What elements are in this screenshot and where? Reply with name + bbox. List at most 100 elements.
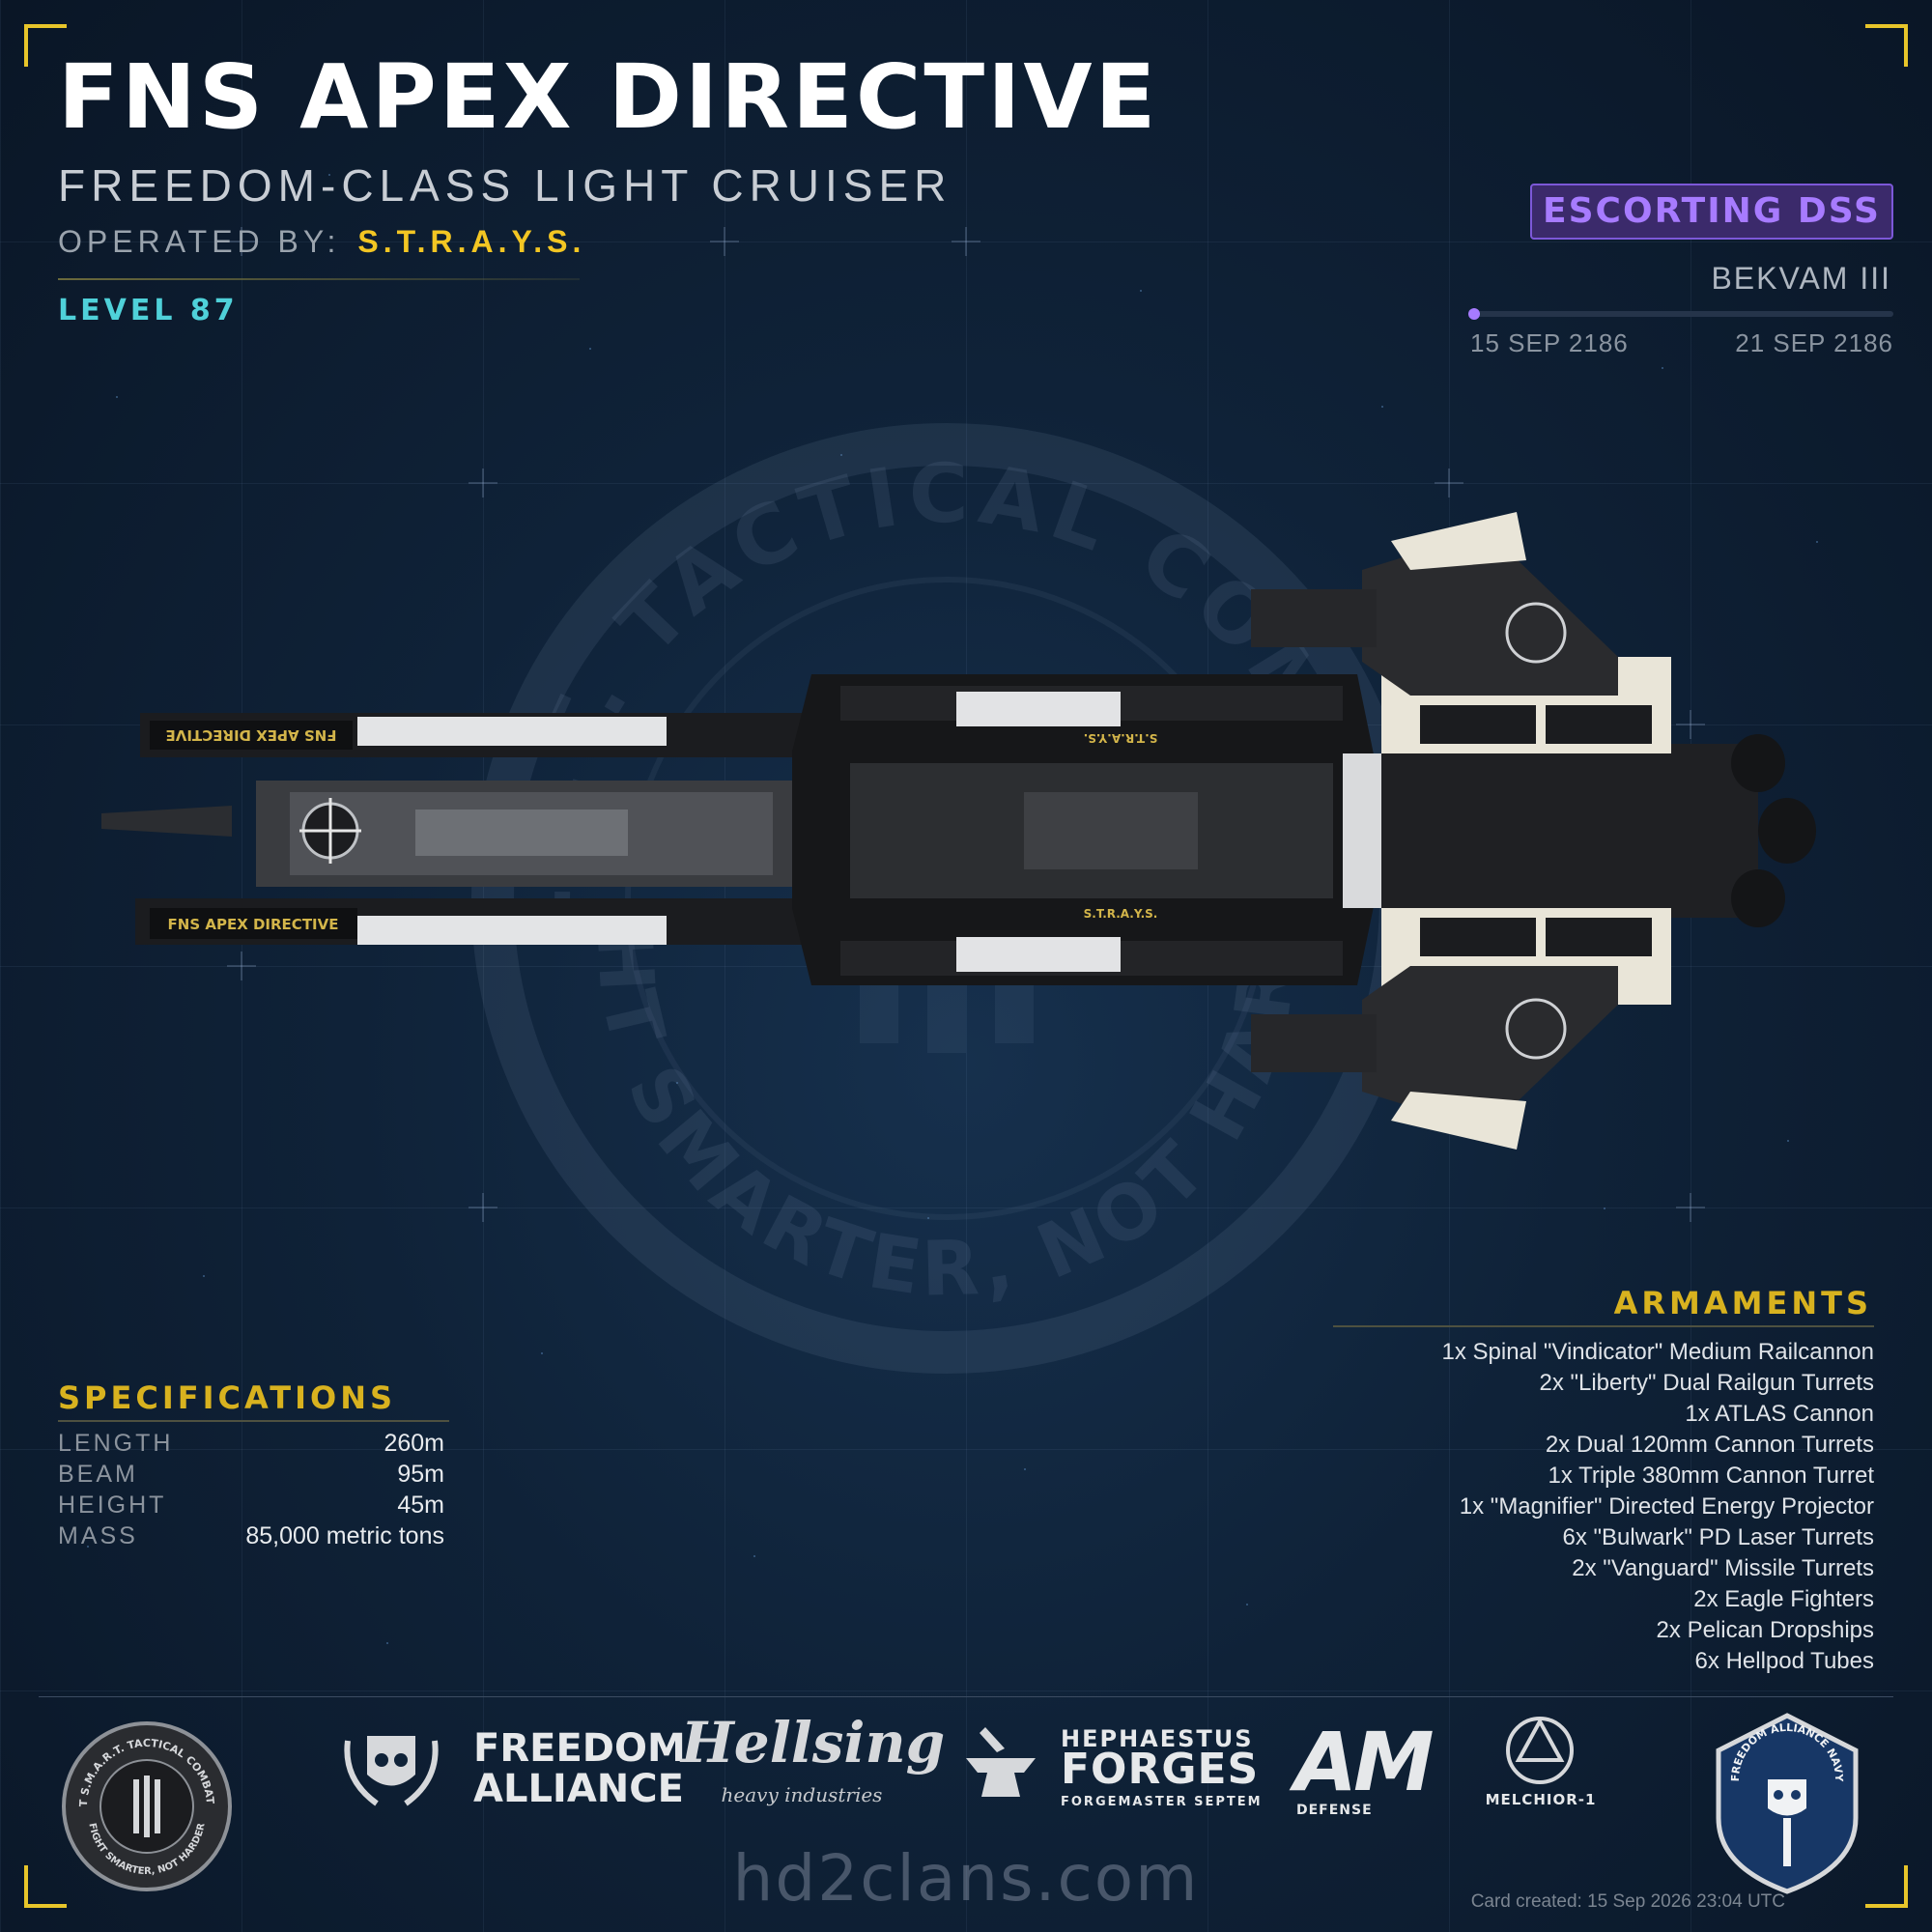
planet-name: BEKVAM III: [1711, 261, 1891, 296]
grid-line: [724, 0, 725, 1932]
hellsing-name: Hellsing: [681, 1710, 946, 1776]
unit-badge-logo: 651ST S.M.A.R.T. TACTICAL COMBAT UNIT FI…: [60, 1719, 232, 1891]
hephaestus-line1: HEPHAESTUS: [1061, 1725, 1254, 1752]
card-created-timestamp: Card created: 15 Sep 2026 23:04 UTC: [1470, 1891, 1785, 1912]
skull-laurel-icon: [344, 1736, 439, 1806]
date-start: 15 SEP 2186: [1470, 328, 1629, 357]
star: [1816, 541, 1818, 543]
footer-divider: [39, 1696, 1893, 1697]
star: [328, 174, 330, 176]
star: [1662, 367, 1663, 369]
ship-illustration: FNS APEX DIRECTIVE FNS APEX DIRECTIVE S.…: [101, 512, 1816, 1150]
corner-bracket: [1865, 1865, 1908, 1908]
status-badge: ESCORTING DSS: [1530, 184, 1893, 240]
spec-label: BEAM: [58, 1461, 138, 1488]
grid-cross-icon: [469, 469, 497, 497]
grid-cross-icon: [1435, 469, 1463, 497]
star: [87, 1546, 89, 1548]
spec-row-length: LENGTH 260m: [58, 1428, 444, 1459]
grid-line: [0, 1690, 1932, 1691]
grid-cross-icon: [1676, 710, 1705, 739]
grid-cross-icon: [227, 952, 256, 980]
operator-value: S.T.R.A.Y.S.: [357, 224, 586, 259]
spec-label: HEIGHT: [58, 1492, 167, 1519]
operator: OPERATED BY: S.T.R.A.Y.S.: [58, 224, 585, 260]
grid-cross-icon: [952, 227, 980, 256]
armaments-list: 1x Spinal "Vindicator" Medium Railcannon…: [1198, 1337, 1874, 1677]
freedom-alliance-navy-badge: FREEDOM ALLIANCE NAVY: [1716, 1713, 1859, 1894]
hull-marking-lower: S.T.R.A.Y.S.: [1084, 907, 1158, 921]
site-watermark: hd2clans.com: [732, 1841, 1200, 1916]
spec-row-beam: BEAM 95m: [58, 1459, 444, 1490]
armament-item: 1x "Magnifier" Directed Energy Projector: [1459, 1493, 1874, 1520]
corner-bracket: [1865, 24, 1908, 67]
hull-name-upper: FNS APEX DIRECTIVE: [166, 726, 337, 744]
ship-hull: FNS APEX DIRECTIVE FNS APEX DIRECTIVE S.…: [101, 512, 1816, 1150]
spec-label: LENGTH: [58, 1430, 174, 1457]
grid-line: [0, 0, 1, 1932]
star: [541, 1352, 543, 1354]
star: [753, 1555, 755, 1557]
ship-class: FREEDOM-CLASS LIGHT CRUISER: [58, 160, 952, 211]
star: [676, 1082, 678, 1084]
star: [1024, 1468, 1026, 1470]
date-end: 21 SEP 2186: [1735, 328, 1893, 357]
am-mark: AM: [1294, 1715, 1435, 1809]
hephaestus-line3: FORGEMASTER SEPTEM: [1061, 1795, 1263, 1809]
melchior-name: MELCHIOR-1: [1485, 1791, 1597, 1808]
spec-row-height: HEIGHT 45m: [58, 1490, 444, 1520]
grid-line: [0, 1449, 1932, 1450]
am-defense-logo: AM DEFENSE: [1294, 1719, 1459, 1822]
grid-cross-icon: [1676, 1193, 1705, 1222]
crossed-swords-icon: [133, 1776, 160, 1837]
grid-cross-icon: [710, 227, 739, 256]
grid-line: [1690, 0, 1691, 1932]
armament-item: 2x "Liberty" Dual Railgun Turrets: [1539, 1370, 1874, 1396]
melchior-logo: MELCHIOR-1: [1478, 1716, 1604, 1812]
grid-line: [0, 483, 1932, 484]
freedom-alliance-line1: FREEDOM: [473, 1726, 686, 1771]
progress-marker: [1468, 308, 1481, 320]
star: [116, 396, 118, 398]
melchior-aperture-icon: [1506, 1717, 1574, 1784]
star: [927, 1217, 929, 1219]
skull-icon: [1768, 1779, 1806, 1866]
armament-item: 2x Eagle Fighters: [1693, 1586, 1874, 1612]
armament-item: 6x Hellpod Tubes: [1694, 1648, 1874, 1674]
armaments-divider: [1333, 1325, 1874, 1327]
level-badge: LEVEL 87: [58, 294, 239, 327]
armament-item: 1x Triple 380mm Cannon Turret: [1548, 1463, 1875, 1489]
hull-name-lower: FNS APEX DIRECTIVE: [168, 916, 339, 933]
hull-marking-upper: S.T.R.A.Y.S.: [1084, 731, 1158, 745]
header-divider: [58, 278, 580, 280]
armament-item: 2x "Vanguard" Missile Turrets: [1572, 1555, 1874, 1581]
am-sub: DEFENSE: [1296, 1803, 1373, 1818]
corner-bracket: [24, 24, 67, 67]
star: [1140, 290, 1142, 292]
freedom-alliance-line2: ALLIANCE: [473, 1767, 684, 1811]
armament-item: 6x "Bulwark" PD Laser Turrets: [1562, 1524, 1874, 1550]
spec-value: 85,000 metric tons: [245, 1522, 444, 1549]
star: [840, 454, 842, 456]
mission-progress-bar: [1468, 308, 1893, 320]
hephaestus-forges-logo: HEPHAESTUS FORGES FORGEMASTER SEPTEM: [956, 1719, 1265, 1816]
armament-item: 1x Spinal "Vindicator" Medium Railcannon: [1441, 1339, 1874, 1365]
star: [589, 348, 591, 350]
specifications-table: LENGTH 260m BEAM 95m HEIGHT 45m MASS 85,…: [58, 1428, 444, 1551]
freedom-alliance-logo: FREEDOM ALLIANCE: [338, 1721, 686, 1810]
star: [386, 1642, 388, 1644]
grid-line: [483, 0, 484, 1932]
star: [1604, 1208, 1605, 1209]
anvil-icon: [966, 1727, 1036, 1797]
operator-label: OPERATED BY:: [58, 224, 341, 259]
ship-title: FNS APEX DIRECTIVE: [58, 45, 1159, 149]
specifications-divider: [58, 1420, 449, 1422]
hephaestus-line2: FORGES: [1061, 1745, 1260, 1794]
spec-value: 260m: [384, 1430, 444, 1457]
star: [203, 1275, 205, 1277]
corner-bracket: [24, 1865, 67, 1908]
star: [1246, 1604, 1248, 1605]
star: [1381, 406, 1383, 408]
armaments-title: ARMAMENTS: [1613, 1285, 1872, 1321]
